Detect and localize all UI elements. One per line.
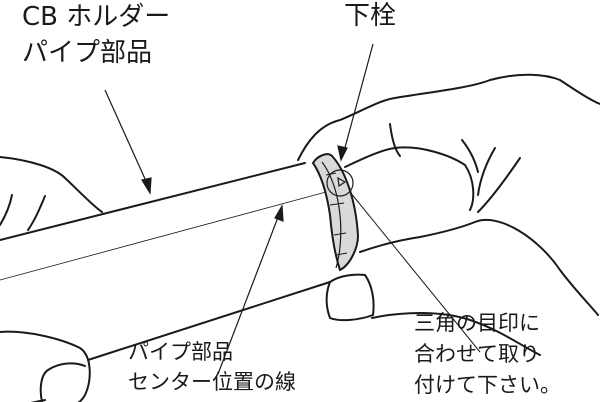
triangle-leader [349,191,481,353]
right-finger-1 [344,123,521,213]
plug-ring [311,153,360,272]
center-arrowhead [274,204,284,222]
plug-arrowhead [337,145,348,162]
center-label-line1: パイプ部品 [128,340,233,364]
holder-leader [104,89,151,191]
pipe-top-edge [0,162,306,241]
holder-arrowhead [141,177,152,195]
highlight-circle [326,169,354,197]
instruction-line3: 付けて下さい。 [414,373,561,397]
plug-label: 下栓 [344,1,397,31]
instruction-line2: 合わせて取り [414,342,540,366]
holder-label-line1: CB ホルダー [22,2,171,32]
left-lower-hand [0,330,91,402]
holder-label-line2: パイプ部品 [22,38,153,68]
pipe-bottom-edge [87,281,331,361]
center-label-line2: センター位置の線 [128,370,296,394]
right-thumb [325,273,541,356]
triangle-mark-icon [337,176,347,188]
plug-leader [342,43,374,156]
left-upper-hand [0,156,103,231]
pipe-center-line [0,191,327,281]
right-palm [359,219,599,316]
instruction-line1: 三角の目印に [414,311,540,335]
right-hand [297,73,600,161]
center-leader [217,211,281,375]
